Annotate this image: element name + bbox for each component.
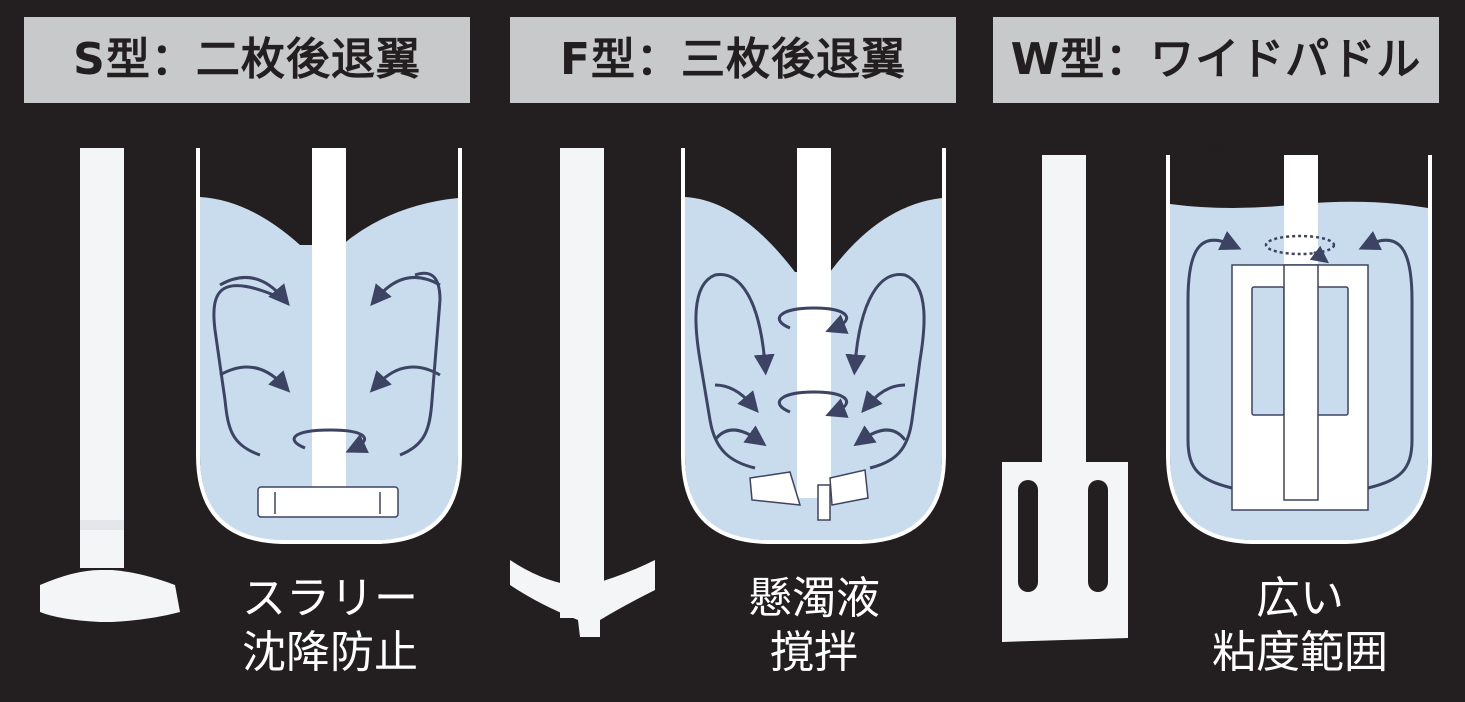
- caption-f-line1: 懸濁液: [748, 573, 880, 624]
- f-type-impeller: [510, 148, 655, 637]
- header-w-type: W型：ワイドパドル翼: [993, 17, 1439, 171]
- caption-s-line2: 沈降防止: [242, 627, 418, 678]
- caption-w-line2: 粘度範囲: [1212, 627, 1388, 678]
- s-type-vessel: [196, 148, 462, 544]
- f-type-vessel: [681, 148, 946, 544]
- caption-s-line1: スラリー: [242, 573, 418, 624]
- w-type-vessel: [1166, 155, 1432, 544]
- w-type-impeller: [1002, 155, 1128, 642]
- caption-f-line2: 撹拌: [770, 627, 858, 678]
- caption-w-type: 広い 粘度範囲: [1170, 572, 1430, 680]
- header-s-type: S型：二枚後退翼: [24, 17, 470, 103]
- caption-f-type: 懸濁液 撹拌: [684, 572, 944, 680]
- caption-s-type: スラリー 沈降防止: [200, 572, 460, 680]
- caption-w-line1: 広い: [1256, 573, 1344, 624]
- header-f-type: F型：三枚後退翼: [510, 17, 956, 103]
- s-type-impeller: [40, 148, 180, 622]
